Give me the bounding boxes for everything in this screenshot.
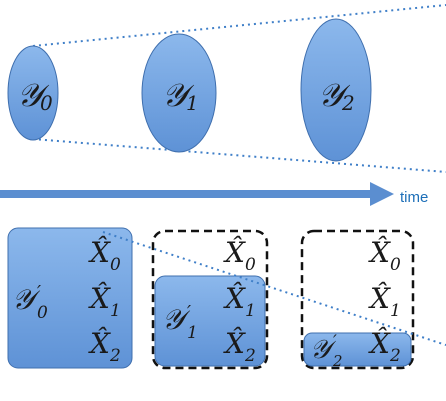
box1-x2-sub: 2 <box>244 346 256 366</box>
box0-x2-sub: 2 <box>109 346 121 366</box>
ellipse-y0-sub: 0 <box>40 91 53 115</box>
box1-y-sub: 1 <box>187 323 198 343</box>
box0-x2-symbol: X̂ <box>88 327 111 360</box>
box0-x0-sub: 0 <box>110 255 121 275</box>
box-0 <box>7 227 133 369</box>
box2-x2-sub: 2 <box>389 346 401 366</box>
box0-y-prime: ′ <box>37 282 41 303</box>
box1-x1-sub: 1 <box>245 301 256 321</box>
box0-x1-sub: 1 <box>110 301 121 321</box>
box0-y-sub: 0 <box>37 303 48 323</box>
ellipse-y1: 𝒴 1 <box>141 33 217 153</box>
box2-y-prime: ′ <box>333 332 337 352</box>
bottom-dotted-line <box>102 231 446 346</box>
top-dotted-line-upper <box>32 4 446 47</box>
box-1 <box>151 229 269 370</box>
ellipse-y0: 𝒴 0 <box>7 45 59 141</box>
box1-x0-sub: 0 <box>245 255 256 275</box>
box2-y-sub: 2 <box>332 352 343 370</box>
box2-x1-symbol: X̂ <box>368 282 391 315</box>
box0-x0-symbol: X̂ <box>88 236 111 269</box>
ellipse-y1-sub: 1 <box>186 91 199 115</box>
time-arrow <box>0 182 394 206</box>
box2-x1-sub: 1 <box>390 301 401 321</box>
box0-x1-symbol: X̂ <box>88 282 111 315</box>
box-2 <box>300 229 415 370</box>
ellipse-y2: 𝒴 2 <box>300 18 372 162</box>
box1-x2-symbol: X̂ <box>223 327 246 360</box>
box1-y-prime: ′ <box>187 302 191 323</box>
box1-x1-symbol: X̂ <box>223 282 246 315</box>
box2-x2-symbol: X̂ <box>368 327 391 360</box>
box2-x0-symbol: X̂ <box>368 236 391 269</box>
box1-x0-symbol: X̂ <box>223 236 246 269</box>
ellipse-y2-sub: 2 <box>341 91 355 115</box>
time-label: time <box>400 189 428 206</box>
box2-x0-sub: 0 <box>390 255 401 275</box>
top-dotted-line-lower <box>32 138 446 173</box>
